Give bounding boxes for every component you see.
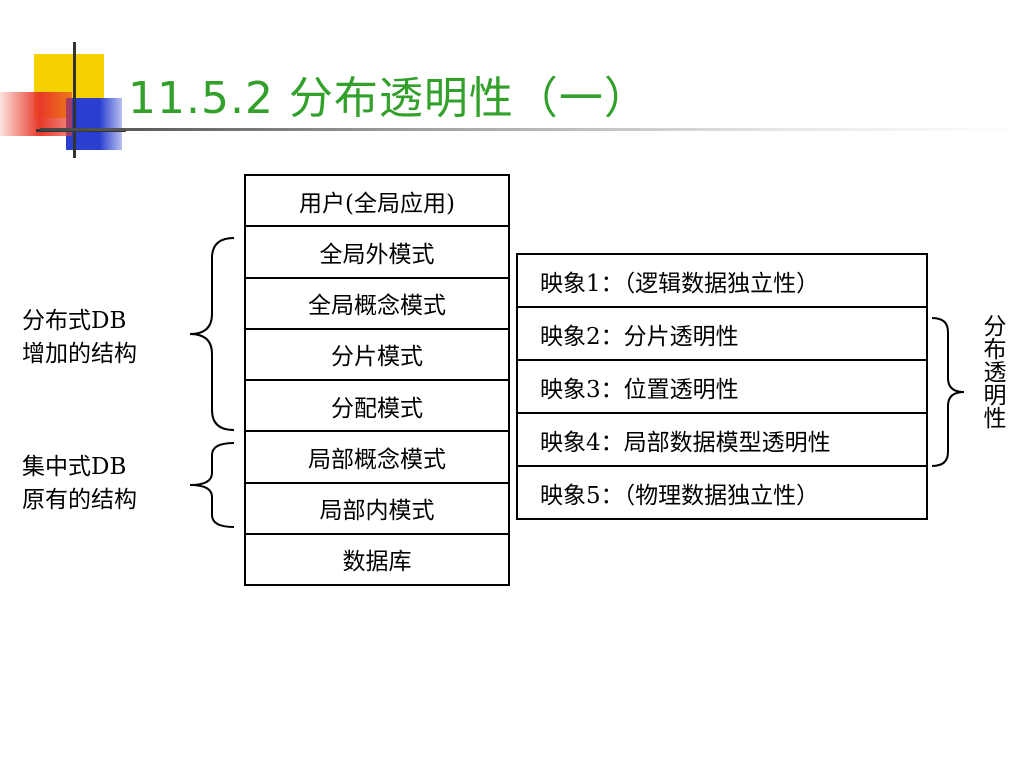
- centralized-brace: [189, 442, 235, 528]
- slide-title: 11.5.2 分布透明性（一）: [128, 73, 649, 124]
- slide-decoration: [0, 0, 130, 160]
- layer-database: 数据库: [244, 532, 510, 586]
- distributed-db-line1: 分布式DB: [22, 308, 127, 334]
- layer-allocation-schema: 分配模式: [244, 379, 510, 433]
- layer-global-external-schema: 全局外模式: [244, 225, 510, 279]
- layer-global-conceptual-schema: 全局概念模式: [244, 276, 510, 330]
- layer-fragmentation-schema: 分片模式: [244, 327, 510, 381]
- mapping-2: 映象2：分片透明性: [516, 306, 928, 361]
- deco-vertical-line: [73, 42, 76, 158]
- layer-user-global-app: 用户(全局应用): [244, 174, 510, 228]
- centralized-db-line1: 集中式DB: [22, 454, 127, 480]
- distributed-db-label: 分布式DB 增加的结构: [22, 305, 137, 371]
- centralized-db-line2: 原有的结构: [22, 487, 137, 513]
- mapping-4: 映象4：局部数据模型透明性: [516, 412, 928, 467]
- mapping-3: 映象3：位置透明性: [516, 359, 928, 414]
- transparency-brace: [931, 317, 965, 467]
- centralized-db-label: 集中式DB 原有的结构: [22, 451, 137, 517]
- schema-layer-stack: 用户(全局应用) 全局外模式 全局概念模式 分片模式 分配模式 局部概念模式 局…: [244, 174, 510, 586]
- mapping-stack: 映象1：（逻辑数据独立性） 映象2：分片透明性 映象3：位置透明性 映象4：局部…: [516, 253, 928, 520]
- distributed-brace: [189, 237, 235, 431]
- layer-local-internal-schema: 局部内模式: [244, 481, 510, 535]
- mapping-5: 映象5：（物理数据独立性）: [516, 465, 928, 520]
- mapping-1: 映象1：（逻辑数据独立性）: [516, 253, 928, 308]
- distributed-db-line2: 增加的结构: [22, 341, 137, 367]
- title-underline: [40, 128, 1024, 131]
- distribution-transparency-label: 分布透明性: [979, 314, 1005, 429]
- layer-local-conceptual-schema: 局部概念模式: [244, 430, 510, 484]
